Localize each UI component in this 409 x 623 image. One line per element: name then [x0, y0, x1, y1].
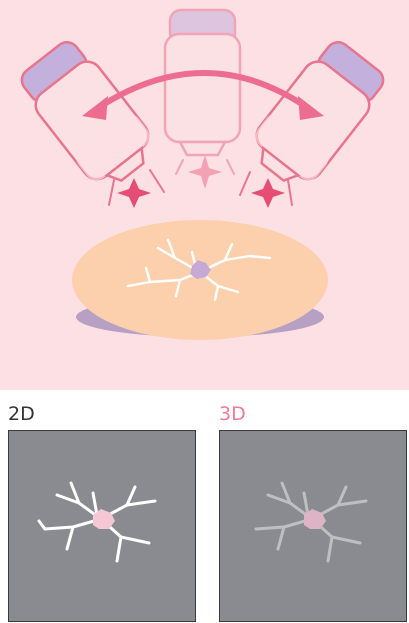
label-3d: 3D	[219, 402, 246, 426]
illustration-scene	[0, 0, 409, 390]
center-device-tip	[180, 142, 225, 155]
panel-2d	[8, 430, 196, 622]
label-2d: 2D	[8, 402, 35, 426]
center-device-body	[165, 34, 240, 142]
panel-3d	[219, 430, 407, 622]
tissue-disc	[72, 220, 328, 340]
center-device-faded	[165, 10, 240, 155]
